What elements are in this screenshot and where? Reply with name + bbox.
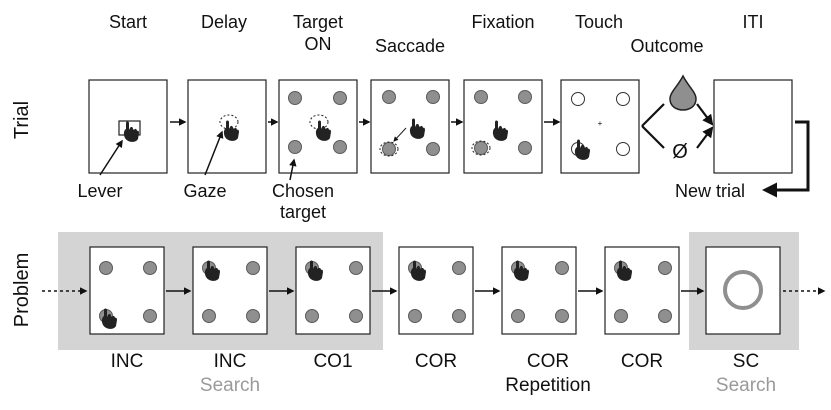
target xyxy=(408,309,422,323)
problem-labels: INC INC Search CO1 COR COR Repetition COR SC Sear… xyxy=(111,351,776,396)
target xyxy=(305,309,319,323)
target xyxy=(658,261,672,275)
target xyxy=(452,309,466,323)
panel-iti xyxy=(713,79,793,174)
outcome-arrow-up xyxy=(641,103,665,127)
outcome-merge-arrow xyxy=(696,126,714,149)
stage-title-5-line-0: Touch xyxy=(575,12,623,32)
problem-trial-label: COR xyxy=(415,351,457,372)
target xyxy=(518,90,532,104)
problem-trial-label: CO1 xyxy=(313,351,352,372)
saccade-arrow xyxy=(393,127,407,142)
stage-title-7-line-0: ITI xyxy=(743,12,764,32)
stage-title-0-line-0: Start xyxy=(109,12,147,32)
outcome-merge-arrow xyxy=(696,103,714,126)
problem-trial-label: SC xyxy=(733,351,759,372)
target xyxy=(202,309,216,323)
target xyxy=(333,140,347,154)
new-trial-label: New trial xyxy=(675,181,745,201)
stage-title-6-line-0: Outcome xyxy=(630,36,703,56)
panel-start xyxy=(88,79,168,174)
target xyxy=(382,142,396,156)
reward-drop-icon xyxy=(669,74,697,111)
lever-pointer xyxy=(99,139,123,176)
gaze-marker xyxy=(471,140,491,156)
target xyxy=(288,140,302,154)
target xyxy=(288,91,302,105)
stage-title-2-line-1: ON xyxy=(305,34,332,54)
problem-trial-label: INC xyxy=(214,351,247,372)
trial-panels: + Ø xyxy=(88,74,810,198)
stage-title-2-line-0: Target xyxy=(293,12,343,32)
target xyxy=(246,309,260,323)
target xyxy=(555,309,569,323)
stage-title-4-line-0: Fixation xyxy=(471,12,534,32)
lever-label: Lever xyxy=(77,181,122,201)
target xyxy=(143,309,157,323)
target xyxy=(349,261,363,275)
target xyxy=(474,141,488,155)
problem-trial-sublabel: Search xyxy=(200,375,260,396)
problem-trial-label: COR xyxy=(621,351,663,372)
problem-trial-sublabel: Search xyxy=(716,375,776,396)
row-label-problem: Problem xyxy=(11,253,33,327)
target xyxy=(426,142,440,156)
target xyxy=(143,261,157,275)
gaze-pointer xyxy=(204,130,224,176)
target xyxy=(614,309,628,323)
target xyxy=(426,90,440,104)
row-label-trial: Trial xyxy=(11,101,33,139)
target xyxy=(518,141,532,155)
search-cue-ring xyxy=(723,270,763,310)
target xyxy=(474,90,488,104)
stage-title-3-line-0: Saccade xyxy=(375,36,445,56)
target xyxy=(555,261,569,275)
chosen-target-pointer xyxy=(289,158,297,181)
gaze-label: Gaze xyxy=(183,181,226,201)
problem-row xyxy=(42,246,826,335)
chosen-target-label-line1: Chosen xyxy=(272,181,334,201)
target xyxy=(452,261,466,275)
problem-trial-label: INC xyxy=(111,351,144,372)
fixation-point: + xyxy=(598,119,603,128)
target xyxy=(382,90,396,104)
target-off xyxy=(616,142,630,156)
outcome-arrow-down xyxy=(641,125,665,149)
target-off xyxy=(571,92,585,106)
target xyxy=(658,309,672,323)
no-reward-symbol: Ø xyxy=(672,141,688,163)
problem-trial-label: COR xyxy=(527,351,569,372)
target xyxy=(246,261,260,275)
target-off xyxy=(616,92,630,106)
chosen-target-label-line2: target xyxy=(280,202,326,222)
target xyxy=(511,309,525,323)
stage-title-1-line-0: Delay xyxy=(201,12,247,32)
problem-panel-7 xyxy=(705,246,781,335)
target xyxy=(99,261,113,275)
target xyxy=(349,309,363,323)
target xyxy=(333,91,347,105)
problem-trial-sublabel: Repetition xyxy=(505,375,591,396)
gaze-marker xyxy=(379,141,399,157)
new-trial-arrow xyxy=(762,120,810,198)
